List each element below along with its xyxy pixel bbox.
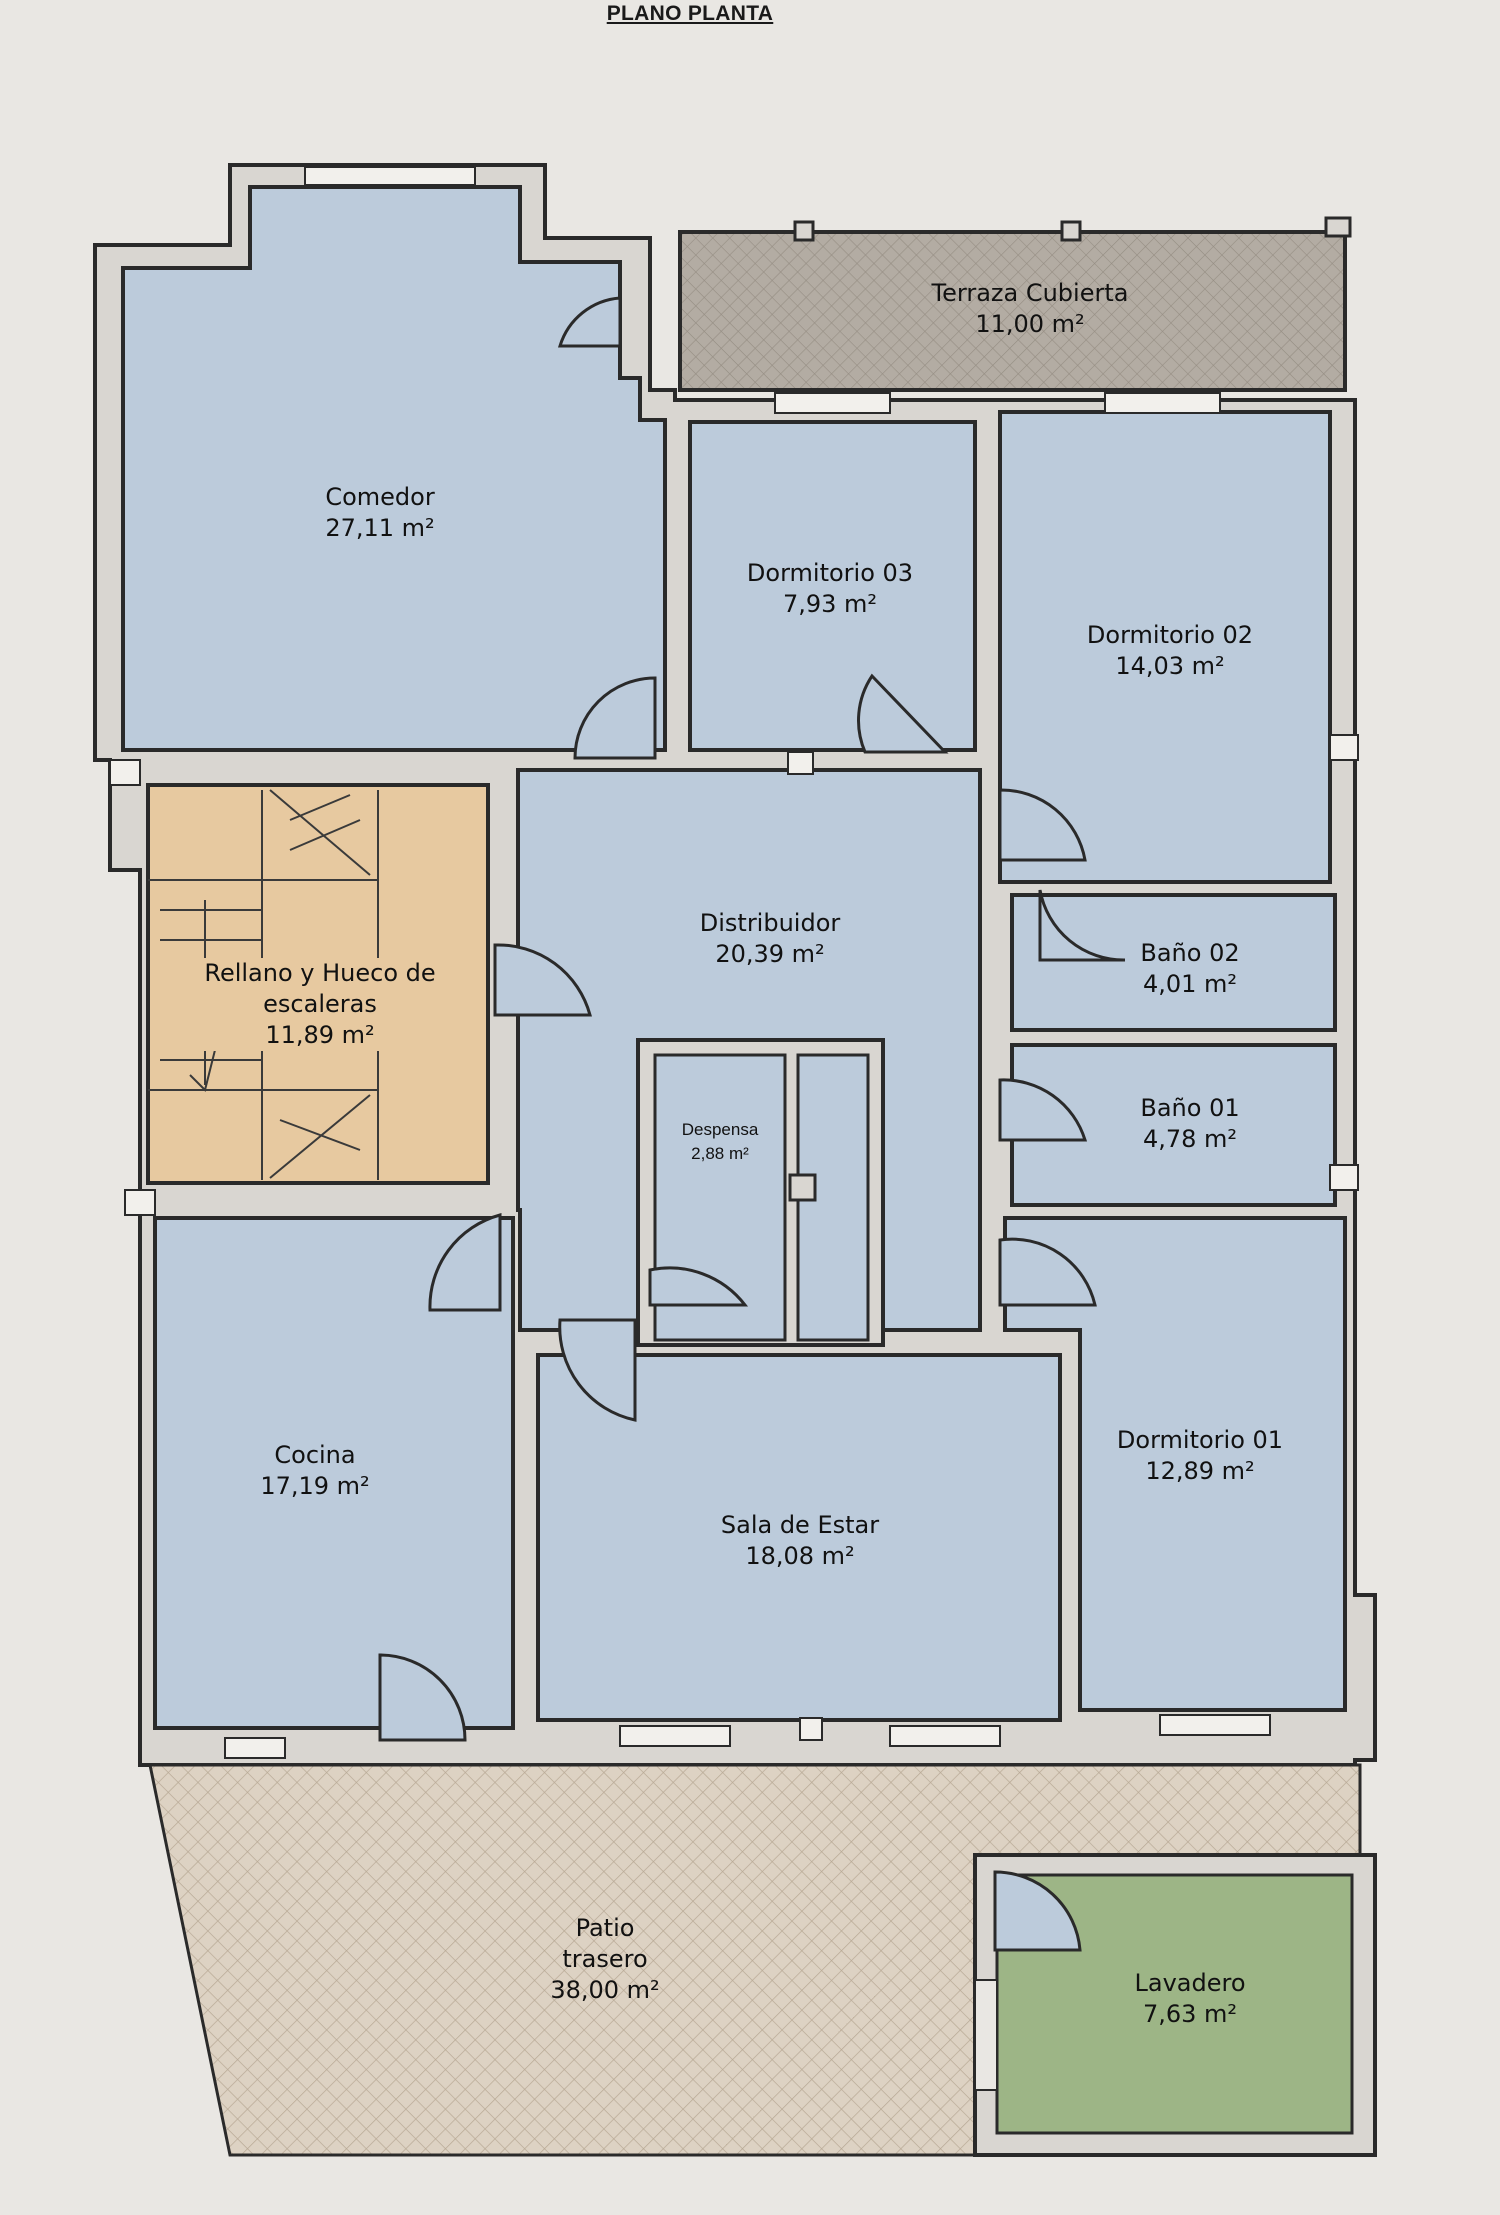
label-cocina: Cocina 17,19 m²	[190, 1440, 440, 1502]
windows	[109, 166, 1359, 1759]
room-name: Lavadero	[1134, 1969, 1246, 1997]
room-area: 7,93 m²	[782, 590, 878, 618]
room-area: 27,11 m²	[325, 514, 435, 542]
room-name: Despensa	[681, 1120, 759, 1139]
room-name: Dormitorio 01	[1116, 1426, 1284, 1454]
room-name: Cocina	[274, 1441, 356, 1469]
room-area: 38,00 m²	[550, 1976, 660, 2004]
page-title-text: PLANO PLANTA	[606, 2, 774, 25]
label-lavadero: Lavadero 7,63 m²	[1070, 1968, 1310, 2030]
door-swings	[378, 296, 1126, 1952]
room-name: Distribuidor	[699, 909, 841, 937]
room-dormitorio02	[998, 410, 1332, 884]
room-name: Dormitorio 03	[746, 559, 914, 587]
label-terraza: Terraza Cubierta 11,00 m²	[880, 278, 1180, 340]
label-rellano: Rellano y Hueco de escaleras 11,89 m²	[155, 958, 485, 1051]
label-dormitorio01: Dormitorio 01 12,89 m²	[1050, 1425, 1350, 1487]
room-area: 20,39 m²	[715, 940, 825, 968]
room-dormitorio03	[688, 420, 977, 752]
room-bano02	[1010, 893, 1337, 1032]
room-area: 14,03 m²	[1115, 652, 1225, 680]
room-area: 2,88 m²	[691, 1144, 749, 1163]
label-despensa: Despensa 2,88 m²	[660, 1118, 780, 1166]
label-patio: Patio trasero 38,00 m²	[480, 1913, 730, 2006]
room-name-line2: escaleras	[263, 990, 377, 1018]
room-name: Sala de Estar	[720, 1511, 880, 1539]
room-area: 12,89 m²	[1145, 1457, 1255, 1485]
room-name-line1: Rellano y Hueco de	[204, 959, 436, 987]
label-comedor: Comedor 27,11 m²	[230, 482, 530, 544]
room-name: Baño 02	[1140, 939, 1240, 967]
room-area: 11,89 m²	[265, 1021, 375, 1049]
room-name: Dormitorio 02	[1086, 621, 1254, 649]
label-bano02: Baño 02 4,01 m²	[1090, 938, 1290, 1000]
room-comedor	[121, 185, 667, 752]
terraza-area	[678, 216, 1352, 392]
room-area: 7,63 m²	[1142, 2000, 1238, 2028]
room-area: 4,01 m²	[1142, 970, 1238, 998]
rooms	[121, 185, 1347, 1730]
label-distribuidor: Distribuidor 20,39 m²	[620, 908, 920, 970]
room-name-line1: Patio	[575, 1914, 635, 1942]
label-bano01: Baño 01 4,78 m²	[1090, 1093, 1290, 1155]
room-name: Baño 01	[1140, 1094, 1240, 1122]
room-dormitorio01	[1003, 1216, 1347, 1712]
room-area: 17,19 m²	[260, 1472, 370, 1500]
room-name: Terraza Cubierta	[931, 279, 1129, 307]
room-area: 11,00 m²	[975, 310, 1085, 338]
label-sala: Sala de Estar 18,08 m²	[650, 1510, 950, 1572]
room-name-line2: trasero	[562, 1945, 648, 1973]
room-area: 4,78 m²	[1142, 1125, 1238, 1153]
room-name: Comedor	[325, 483, 435, 511]
label-dormitorio02: Dormitorio 02 14,03 m²	[1020, 620, 1320, 682]
label-dormitorio03: Dormitorio 03 7,93 m²	[680, 558, 980, 620]
page-title: PLANO PLANTA	[540, 2, 840, 32]
room-area: 18,08 m²	[745, 1542, 855, 1570]
